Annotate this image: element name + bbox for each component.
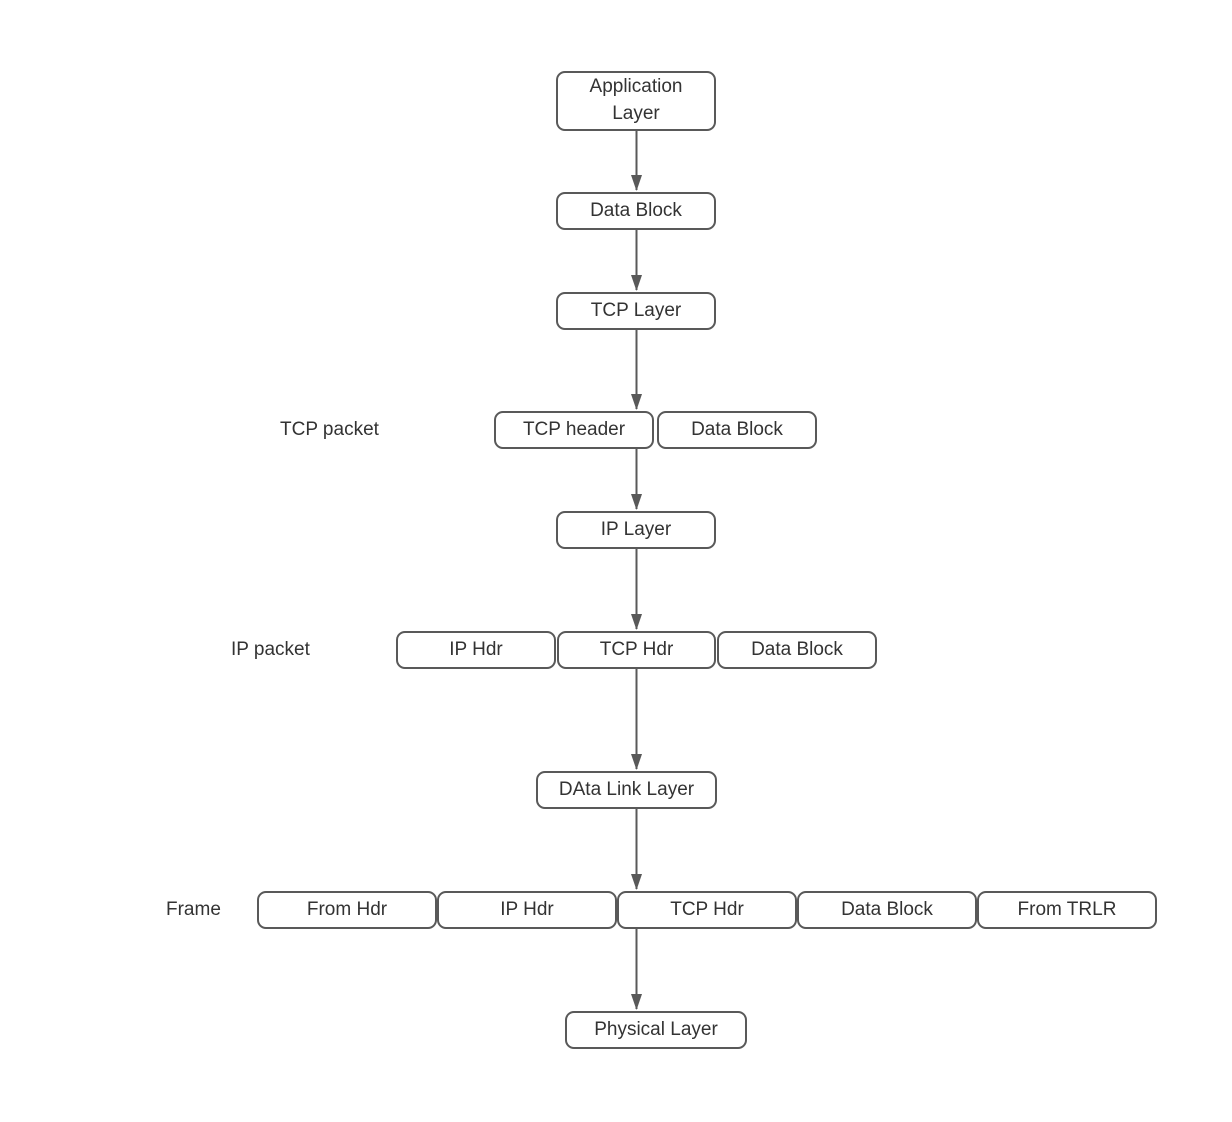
label-frame: Frame bbox=[166, 899, 221, 920]
label-ip-packet: IP packet bbox=[231, 639, 310, 660]
label-tcp-packet: TCP packet bbox=[280, 419, 379, 440]
node-frame-ip-hdr: IP Hdr bbox=[437, 891, 617, 929]
node-frame-data-block: Data Block bbox=[797, 891, 977, 929]
node-tcp-layer: TCP Layer bbox=[556, 292, 716, 330]
node-data-link-layer: DAta Link Layer bbox=[536, 771, 717, 809]
node-ip-packet-data-block: Data Block bbox=[717, 631, 877, 669]
node-tcp-packet-data-block: Data Block bbox=[657, 411, 817, 449]
node-tcp-header: TCP header bbox=[494, 411, 654, 449]
node-frame-tcp-hdr: TCP Hdr bbox=[617, 891, 797, 929]
node-ip-packet-ip-hdr: IP Hdr bbox=[396, 631, 556, 669]
node-frame-from-hdr: From Hdr bbox=[257, 891, 437, 929]
node-data-block-top: Data Block bbox=[556, 192, 716, 230]
node-physical-layer: Physical Layer bbox=[565, 1011, 747, 1049]
node-application-layer: Application Layer bbox=[556, 71, 716, 131]
node-frame-from-trlr: From TRLR bbox=[977, 891, 1157, 929]
node-ip-layer: IP Layer bbox=[556, 511, 716, 549]
node-ip-packet-tcp-hdr: TCP Hdr bbox=[557, 631, 716, 669]
